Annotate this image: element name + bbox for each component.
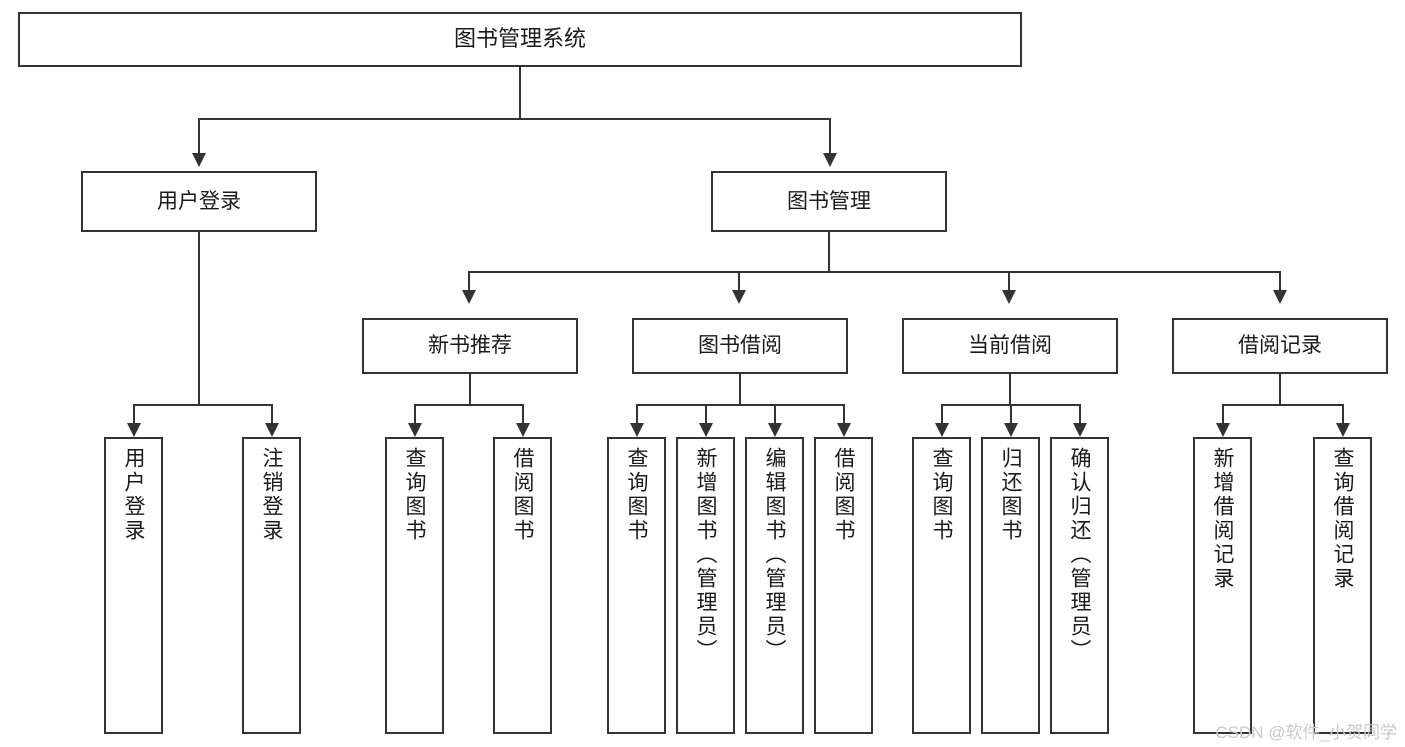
arrowhead-cb-leaf-1 <box>935 423 949 437</box>
arrowhead-to-borrow-record <box>1273 290 1287 304</box>
leaf-query-borrow-record[interactable]: 查询借阅记录 <box>1313 437 1372 734</box>
arrowhead-to-new-book-recommend <box>462 290 476 304</box>
leaf-borrow-book-nbr[interactable]: 借阅图书 <box>493 437 552 734</box>
arrowhead-br-leaf-1 <box>1216 423 1230 437</box>
node-user-login[interactable]: 用户登录 <box>81 171 317 232</box>
node-book-borrow[interactable]: 图书借阅 <box>632 318 848 374</box>
connector-nbr-bus <box>415 404 523 406</box>
arrowhead-br-leaf-2 <box>1336 423 1350 437</box>
connector-bb-drop-4 <box>843 404 845 423</box>
node-label: 查询图书 <box>403 447 426 543</box>
node-label: 归还图书 <box>999 447 1022 543</box>
connector-cb-drop-3 <box>1079 404 1081 423</box>
node-label: 当前借阅 <box>968 334 1052 358</box>
leaf-query-book-nbr[interactable]: 查询图书 <box>385 437 444 734</box>
arrowhead-to-user-login-leaf <box>127 423 141 437</box>
arrowhead-nbr-leaf-2 <box>516 423 530 437</box>
node-label: 新书推荐 <box>428 334 512 358</box>
connector-bm-drop-4 <box>1279 271 1281 290</box>
node-label: 确认归还（管理员） <box>1068 447 1091 663</box>
node-label: 新增图书（管理员） <box>694 447 717 663</box>
leaf-query-book-cb[interactable]: 查询图书 <box>912 437 971 734</box>
node-label: 查询借阅记录 <box>1331 447 1354 591</box>
connector-bb-drop-1 <box>636 404 638 423</box>
connector-user-login-drop-1 <box>133 404 135 423</box>
arrowhead-bb-leaf-1 <box>630 423 644 437</box>
arrowhead-to-book-borrow <box>732 290 746 304</box>
connector-br-stem <box>1279 374 1281 405</box>
node-label: 用户登录 <box>157 189 241 213</box>
leaf-add-book-admin[interactable]: 新增图书（管理员） <box>676 437 735 734</box>
node-new-book-recommend[interactable]: 新书推荐 <box>362 318 578 374</box>
connector-nbr-drop-1 <box>414 404 416 423</box>
connector-br-drop-1 <box>1222 404 1224 423</box>
node-label: 借阅图书 <box>511 447 534 543</box>
connector-nbr-drop-2 <box>522 404 524 423</box>
arrowhead-cb-leaf-3 <box>1073 423 1087 437</box>
node-label: 借阅图书 <box>832 447 855 543</box>
node-label: 查询图书 <box>930 447 953 543</box>
connector-root-bus <box>199 118 831 120</box>
connector-user-login-stem <box>198 232 200 405</box>
connector-book-management-bus <box>469 271 1281 273</box>
connector-cb-stem <box>1009 374 1011 405</box>
node-label: 注销登录 <box>260 447 283 543</box>
arrowhead-to-current-borrow <box>1002 290 1016 304</box>
node-label: 新增借阅记录 <box>1211 447 1234 591</box>
arrowhead-to-user-login <box>192 153 206 167</box>
node-current-borrow[interactable]: 当前借阅 <box>902 318 1118 374</box>
connector-br-drop-2 <box>1342 404 1344 423</box>
leaf-borrow-book-bb[interactable]: 借阅图书 <box>814 437 873 734</box>
connector-root-stem <box>519 67 521 119</box>
connector-bb-drop-2 <box>705 404 707 423</box>
node-label: 用户登录 <box>122 447 145 543</box>
connector-user-login-drop-2 <box>271 404 273 423</box>
node-book-management[interactable]: 图书管理 <box>711 171 947 232</box>
connector-bm-drop-2 <box>738 271 740 290</box>
connector-bm-drop-3 <box>1008 271 1010 290</box>
node-borrow-record[interactable]: 借阅记录 <box>1172 318 1388 374</box>
node-label: 图书管理 <box>787 189 871 213</box>
node-label: 图书管理系统 <box>453 26 586 52</box>
csdn-watermark: CSDN @软件_小贺同学 <box>1215 723 1397 742</box>
connector-bb-bus <box>637 404 845 406</box>
arrowhead-nbr-leaf-1 <box>408 423 422 437</box>
connector-nbr-stem <box>469 374 471 405</box>
connector-book-management-stem <box>828 232 830 272</box>
connector-cb-drop-2 <box>1010 404 1012 423</box>
node-root-book-management-system[interactable]: 图书管理系统 <box>18 12 1022 67</box>
leaf-confirm-return-admin[interactable]: 确认归还（管理员） <box>1050 437 1109 734</box>
leaf-return-book[interactable]: 归还图书 <box>981 437 1040 734</box>
node-label: 借阅记录 <box>1238 334 1322 358</box>
node-label: 查询图书 <box>625 447 648 543</box>
connector-br-bus <box>1223 404 1343 406</box>
connector-bb-stem <box>739 374 741 405</box>
arrowhead-to-book-management <box>823 153 837 167</box>
arrowhead-to-logout-leaf <box>265 423 279 437</box>
leaf-edit-book-admin[interactable]: 编辑图书（管理员） <box>745 437 804 734</box>
leaf-add-borrow-record[interactable]: 新增借阅记录 <box>1193 437 1252 734</box>
connector-root-drop-left <box>198 118 200 153</box>
arrowhead-bb-leaf-3 <box>768 423 782 437</box>
connector-root-drop-right <box>829 118 831 153</box>
connector-user-login-bus <box>134 404 272 406</box>
arrowhead-bb-leaf-4 <box>837 423 851 437</box>
connector-bm-drop-1 <box>468 271 470 290</box>
arrowhead-cb-leaf-2 <box>1004 423 1018 437</box>
connector-bb-drop-3 <box>774 404 776 423</box>
connector-cb-drop-1 <box>941 404 943 423</box>
node-label: 图书借阅 <box>698 334 782 358</box>
leaf-logout[interactable]: 注销登录 <box>242 437 301 734</box>
node-label: 编辑图书（管理员） <box>763 447 786 663</box>
leaf-user-login[interactable]: 用户登录 <box>104 437 163 734</box>
leaf-query-book-bb[interactable]: 查询图书 <box>607 437 666 734</box>
arrowhead-bb-leaf-2 <box>699 423 713 437</box>
